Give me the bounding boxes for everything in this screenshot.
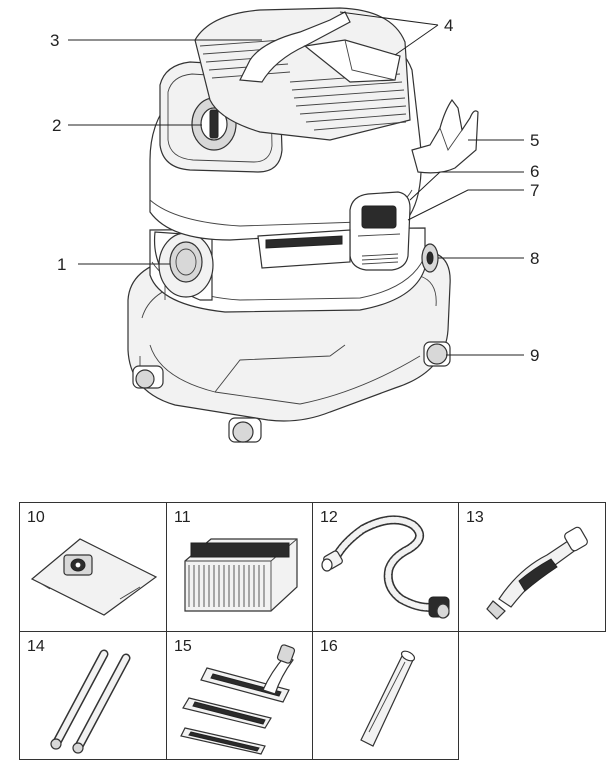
accessory-cell-flat-filter: 11 (166, 502, 313, 632)
callout-numbers: 1 2 3 4 5 6 7 8 9 (50, 16, 539, 365)
accessory-number: 10 (27, 509, 45, 526)
accessory-cell-floor-nozzle: 15 (166, 631, 313, 760)
accessory-cell-crevice-nozzle: 16 (312, 631, 459, 760)
accessory-number: 15 (174, 638, 192, 655)
accessory-number: 16 (320, 638, 338, 655)
carry-handle (239, 11, 401, 83)
callout-5: 5 (530, 131, 539, 150)
accessory-number: 14 (27, 638, 45, 655)
leader-lines (68, 11, 524, 356)
callout-8: 8 (530, 249, 539, 268)
callout-7: 7 (530, 181, 539, 200)
power-cord-clip (421, 243, 439, 273)
leader-7 (407, 189, 524, 221)
flat-filter-icon (184, 538, 298, 612)
filter-bag-icon (30, 538, 158, 616)
callout-4: 4 (444, 16, 453, 35)
leader-4b (394, 24, 439, 56)
wheel-front-left (132, 365, 164, 389)
accessory-cell-suction-hose: 12 (312, 502, 459, 632)
callout-9: 9 (530, 346, 539, 365)
accessories-grid: 10 11 12 (19, 502, 606, 760)
accessory-cell-suction-tubes: 14 (19, 631, 167, 760)
suction-tubes-icon (50, 649, 131, 754)
crevice-nozzle-icon (360, 650, 416, 747)
floor-nozzle-icon (180, 644, 296, 755)
accessory-cell-filter-bag: 10 (19, 502, 167, 632)
accessory-number: 11 (174, 509, 191, 526)
accessory-hook (411, 98, 479, 174)
wheel-front-center (228, 417, 262, 443)
suction-socket (153, 231, 214, 301)
vacuum-cleaner-diagram: ▪ (50, 7, 539, 443)
accessory-number: 12 (320, 509, 338, 526)
callout-6: 6 (530, 162, 539, 181)
suction-hose-icon (321, 515, 450, 619)
callout-3: 3 (50, 31, 59, 50)
latch-assembly (257, 191, 411, 271)
wheel-right (423, 341, 451, 367)
castor-wheels (132, 341, 451, 443)
accessory-cell-elbow: 13 (458, 502, 606, 632)
accessory-number: 13 (466, 509, 484, 526)
callout-1: 1 (57, 255, 66, 274)
leader-6 (409, 171, 524, 201)
elbow-icon (486, 526, 588, 620)
lid-grille (194, 7, 411, 141)
leader-4a (339, 11, 439, 26)
callout-2: 2 (52, 116, 61, 135)
